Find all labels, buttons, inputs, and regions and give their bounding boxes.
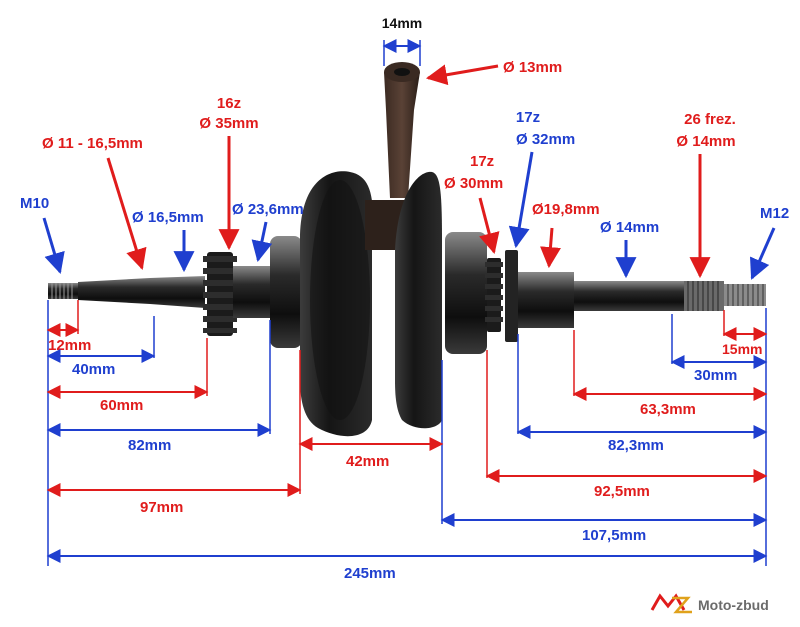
shaft-right2-label: Ø 14mm xyxy=(600,219,659,236)
left-shaft xyxy=(233,266,271,318)
shaft-right-label: Ø19,8mm xyxy=(532,201,600,218)
dim-97-label: 97mm xyxy=(140,499,183,516)
right-gear-dia-label: Ø 30mm xyxy=(444,175,503,192)
sprocket-teeth-label: 17z xyxy=(516,109,540,126)
m10-label: M10 xyxy=(20,195,49,212)
dimension-lines: 12mm 40mm 60mm 82mm 97mm 42mm 15mm 30mm … xyxy=(46,300,768,582)
sprocket-dia-label: Ø 32mm xyxy=(516,131,575,148)
dim-42-label: 42mm xyxy=(346,453,389,470)
dim-30-label: 30mm xyxy=(694,367,737,384)
right-bearing xyxy=(445,232,487,354)
rod-diameter-label: Ø 13mm xyxy=(503,59,562,76)
right-gear xyxy=(485,258,503,332)
m12-label: M12 xyxy=(760,205,789,222)
right-thread xyxy=(724,284,766,306)
dim-245-label: 245mm xyxy=(344,565,396,582)
left-taper xyxy=(78,276,205,308)
dim-82-label: 82mm xyxy=(128,437,171,454)
spline-count-label: 26 frez. xyxy=(684,111,736,128)
shaft-left2-label: Ø 23,6mm xyxy=(232,201,304,218)
left-bearing xyxy=(270,236,302,348)
right-shaft-large xyxy=(518,272,574,328)
left-gear-teeth-label: 16z xyxy=(217,95,241,112)
brand-logo-icon xyxy=(650,593,692,614)
rod-width-label: 14mm xyxy=(382,15,422,31)
left-gear xyxy=(203,252,237,336)
crankshaft xyxy=(48,62,766,437)
dim-107-label: 107,5mm xyxy=(582,527,646,544)
dim-40-label: 40mm xyxy=(72,361,115,378)
right-crank-web xyxy=(395,171,442,429)
shaft-left-label: Ø 16,5mm xyxy=(132,209,204,226)
dim-63-label: 63,3mm xyxy=(640,401,696,418)
dim-12-label: 12mm xyxy=(48,337,91,354)
right-shaft xyxy=(574,281,684,311)
dim-92-label: 92,5mm xyxy=(594,483,650,500)
left-gear-dia-label: Ø 35mm xyxy=(199,115,258,132)
dim-823-label: 82,3mm xyxy=(608,437,664,454)
dim-15-label: 15mm xyxy=(722,341,762,357)
spline-dia-label: Ø 14mm xyxy=(676,133,735,150)
sprocket xyxy=(505,250,518,342)
brand-watermark: Moto-zbud xyxy=(650,593,769,614)
dim-60-label: 60mm xyxy=(100,397,143,414)
top-annotations: 14mm Ø 13mm 16z Ø 35mm Ø 11 - 16,5mm Ø 1… xyxy=(20,15,789,280)
brand-name: Moto-zbud xyxy=(698,597,769,613)
taper-label: Ø 11 - 16,5mm xyxy=(42,135,143,152)
right-gear-teeth-label: 17z xyxy=(470,153,494,170)
